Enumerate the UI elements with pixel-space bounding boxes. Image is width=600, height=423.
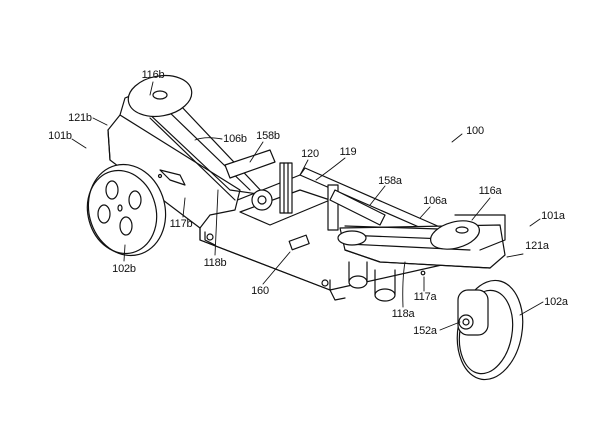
label-116b: 116b [141, 69, 165, 81]
wheel-102b [86, 163, 167, 257]
label-102a: 102a [544, 296, 568, 308]
label-118a: 118a [391, 308, 415, 320]
label-118b: 118b [203, 257, 227, 269]
pulley-116a [337, 214, 506, 251]
label-116a: 116a [478, 185, 502, 197]
label-106a: 106a [423, 195, 447, 207]
label-102b: 102b [112, 263, 136, 275]
label-101a: 101a [541, 210, 565, 222]
label-121b: 121b [68, 112, 92, 124]
wheel-102a [456, 279, 524, 381]
label-106b: 106b [223, 133, 247, 145]
component-160 [288, 234, 310, 251]
leader-lines [71, 81, 544, 331]
label-100: 100 [466, 125, 484, 137]
label-121a: 121a [525, 240, 549, 252]
label-158a: 158a [378, 175, 402, 187]
label-152a: 152a [413, 325, 437, 337]
label-117b: 117b [169, 218, 193, 230]
actuator-158a [327, 184, 386, 231]
label-101b: 101b [48, 130, 72, 142]
label-160: 160 [251, 285, 269, 297]
label-120: 120 [301, 148, 319, 160]
actuator-158b [224, 149, 293, 214]
label-119: 119 [339, 146, 357, 158]
pulley-116b [127, 74, 273, 211]
label-117a: 117a [413, 291, 437, 303]
label-158b: 158b [256, 130, 280, 142]
